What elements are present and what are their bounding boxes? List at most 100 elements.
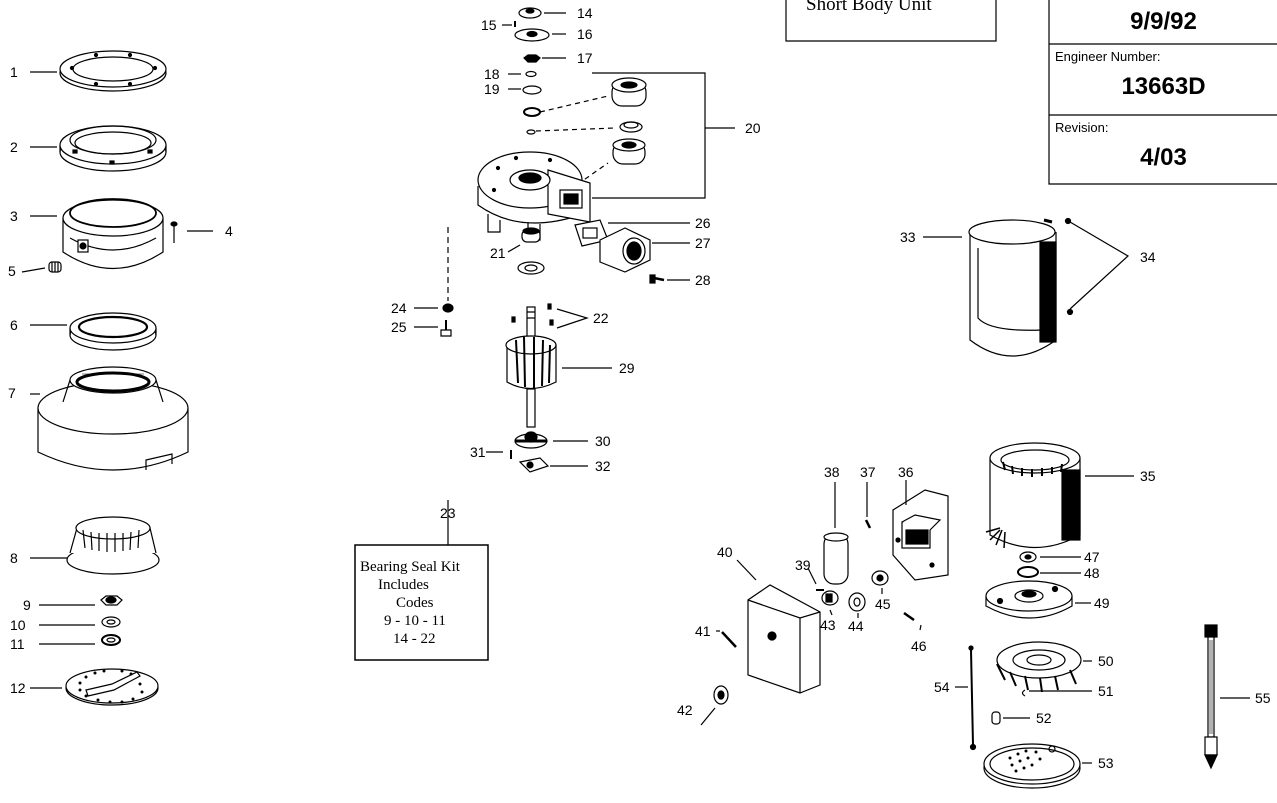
callout-41: 41 xyxy=(695,623,711,639)
callout-55: 55 xyxy=(1255,690,1271,706)
callout-21: 21 xyxy=(490,245,506,261)
callout-9: 9 xyxy=(23,597,31,613)
callout-3: 3 xyxy=(10,208,18,224)
callout-53: 53 xyxy=(1098,755,1114,771)
callout-8: 8 xyxy=(10,550,18,566)
callout-7: 7 xyxy=(8,385,16,401)
callout-1: 1 xyxy=(10,64,18,80)
part-8-impeller-ring xyxy=(66,516,160,575)
callout-17: 17 xyxy=(577,50,593,66)
callout-37: 37 xyxy=(860,464,876,480)
part-46-screw xyxy=(903,611,915,622)
part-50-fan xyxy=(996,641,1082,693)
part-45-bushing xyxy=(871,570,889,586)
callout-11: 11 xyxy=(10,636,25,652)
callout-29: 29 xyxy=(619,360,635,376)
callout-6: 6 xyxy=(10,317,18,333)
kit-line-3: Codes xyxy=(396,595,434,611)
part-30-rotor-plate xyxy=(514,431,548,449)
part-51-clip xyxy=(1021,689,1026,697)
callout-12: 12 xyxy=(10,680,26,696)
part-2-mounting-ring xyxy=(59,125,167,172)
part-43-plug xyxy=(821,590,839,606)
part-28-bolt xyxy=(649,274,665,284)
callout-52: 52 xyxy=(1036,710,1052,726)
callout-49: 49 xyxy=(1094,595,1110,611)
callout-42: 42 xyxy=(677,702,693,718)
kit-box-text: Bearing Seal Kit Includes Codes 9 - 10 -… xyxy=(360,559,461,647)
part-9-nut xyxy=(100,595,123,606)
part-21-seal xyxy=(517,227,545,275)
part-11-washer xyxy=(101,634,121,646)
callout-28: 28 xyxy=(695,272,711,288)
part-55-wrench xyxy=(1204,624,1218,770)
part-17-nut xyxy=(523,54,541,63)
callout-23: 23 xyxy=(440,505,456,521)
part-10-washer xyxy=(101,616,121,628)
callout-48: 48 xyxy=(1084,565,1100,581)
callout-44: 44 xyxy=(848,618,864,634)
part-32-plate xyxy=(518,457,550,473)
callout-35: 35 xyxy=(1140,468,1156,484)
part-40-switch-box xyxy=(747,584,821,694)
part-37-screw xyxy=(864,519,872,529)
callout-20: 20 xyxy=(745,120,761,136)
kit-line-5: 14 - 22 xyxy=(393,631,436,647)
callout-16: 16 xyxy=(577,26,593,42)
part-27-flange xyxy=(599,227,651,273)
part-49-end-bell xyxy=(985,580,1073,619)
kit-line-4: 9 - 10 - 11 xyxy=(384,613,446,629)
part-20-motor-housing xyxy=(477,151,591,241)
callout-46: 46 xyxy=(911,638,927,654)
callout-39: 39 xyxy=(795,557,811,573)
part-54-rod xyxy=(968,645,977,751)
engineer-number-label: Engineer Number: xyxy=(1055,49,1161,64)
callout-25: 25 xyxy=(391,319,407,335)
callout-31: 31 xyxy=(470,444,486,460)
part-14-bearing-cap xyxy=(518,7,542,19)
part-35-stator xyxy=(985,442,1081,549)
date-value: 9/9/92 xyxy=(1130,8,1197,35)
callout-54: 54 xyxy=(934,679,950,695)
kit-line-1: Bearing Seal Kit xyxy=(360,559,461,575)
part-1-ring-plate xyxy=(59,50,167,92)
revision-label: Revision: xyxy=(1055,120,1109,135)
callout-40: 40 xyxy=(717,544,733,560)
callout-19: 19 xyxy=(484,81,500,97)
part-4-screw xyxy=(170,221,178,243)
engineer-number-value: 13663D xyxy=(1121,73,1206,100)
leader-lines xyxy=(21,12,1250,764)
part-3-housing-ring xyxy=(62,198,164,269)
part-34-rivets xyxy=(1064,217,1074,316)
callout-10: 10 xyxy=(10,617,26,633)
callout-22: 22 xyxy=(593,310,609,326)
part-33-cover-shell xyxy=(968,218,1057,357)
part-12-cutting-plate xyxy=(65,668,159,706)
callout-38: 38 xyxy=(824,464,840,480)
callout-15: 15 xyxy=(481,17,497,33)
callout-labels: 1 2 3 4 5 6 7 8 9 10 11 12 14 15 16 17 1… xyxy=(8,5,1271,771)
kit-line-2: Includes xyxy=(378,577,429,593)
part-22-keys xyxy=(511,303,554,326)
callout-51: 51 xyxy=(1098,683,1114,699)
part-41-screw xyxy=(721,631,737,648)
bearing-seal-kit-box xyxy=(354,544,489,661)
part-48-washer xyxy=(1017,566,1039,578)
callout-4: 4 xyxy=(225,223,233,239)
title-block-frames xyxy=(785,0,1277,185)
callout-14: 14 xyxy=(577,5,593,21)
part-52-capsule xyxy=(991,711,1001,725)
callout-27: 27 xyxy=(695,235,711,251)
callout-45: 45 xyxy=(875,596,891,612)
callout-26: 26 xyxy=(695,215,711,231)
part-19-washer xyxy=(522,85,542,95)
part-24-nut xyxy=(442,303,454,313)
part-38-capacitor xyxy=(823,532,849,585)
part-29-rotor-shaft xyxy=(505,306,557,428)
callout-30: 30 xyxy=(595,433,611,449)
callout-33: 33 xyxy=(900,229,916,245)
revision-value: 4/03 xyxy=(1140,144,1187,171)
part-44-ring xyxy=(848,592,866,612)
callout-36: 36 xyxy=(898,464,914,480)
